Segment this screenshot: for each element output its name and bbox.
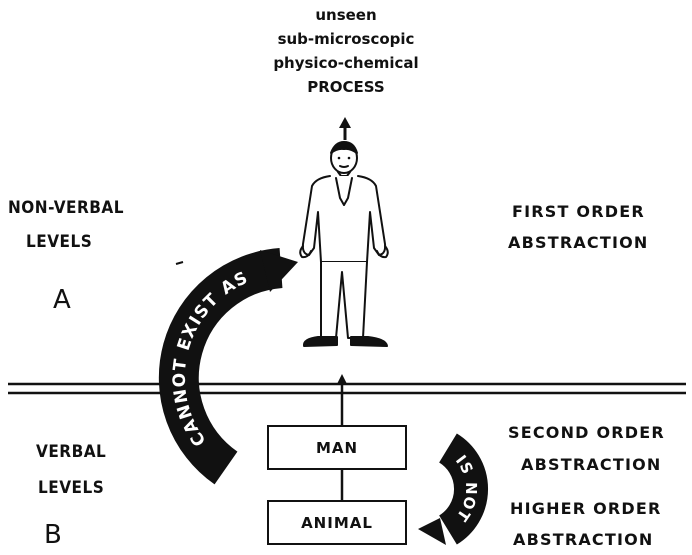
nonverbal-label-line1: NON-VERBAL — [8, 198, 125, 218]
nonverbal-label-line2: LEVELS — [26, 232, 93, 252]
cannot-exist-as-arc — [158, 248, 283, 485]
animal-box: ANIMAL — [267, 500, 407, 545]
first-order-line2: ABSTRACTION — [508, 233, 649, 252]
is-not-arrowhead — [418, 518, 446, 545]
animal-box-label: ANIMAL — [301, 513, 373, 532]
verbal-label-line1: VERBAL — [36, 442, 107, 462]
arrow-up-icon — [339, 117, 351, 140]
man-box: MAN — [267, 425, 407, 470]
is-not-arc — [438, 433, 489, 545]
second-order-line2: ABSTRACTION — [521, 455, 662, 474]
man-box-label: MAN — [315, 438, 359, 457]
verbal-letter: B — [44, 520, 62, 550]
cannot-exist-as-arrowhead — [260, 250, 298, 292]
nonverbal-letter: A — [53, 285, 71, 315]
second-order-line1: SECOND ORDER — [508, 423, 665, 442]
higher-order-line1: HIGHER ORDER — [510, 499, 662, 518]
higher-order-line2: ABSTRACTION — [513, 530, 654, 549]
verbal-label-line2: LEVELS — [38, 478, 105, 498]
process-line-sub-microscopic: sub-microscopic — [277, 30, 415, 48]
process-line-physico-chemical: physico-chemical — [273, 54, 419, 72]
arrow-man-to-figure-icon — [337, 374, 347, 425]
process-line-unseen: unseen — [315, 6, 377, 24]
stray-mark — [175, 261, 184, 265]
man-figure-icon — [299, 141, 389, 347]
first-order-line1: FIRST ORDER — [512, 202, 645, 221]
process-line-process: PROCESS — [307, 78, 385, 96]
